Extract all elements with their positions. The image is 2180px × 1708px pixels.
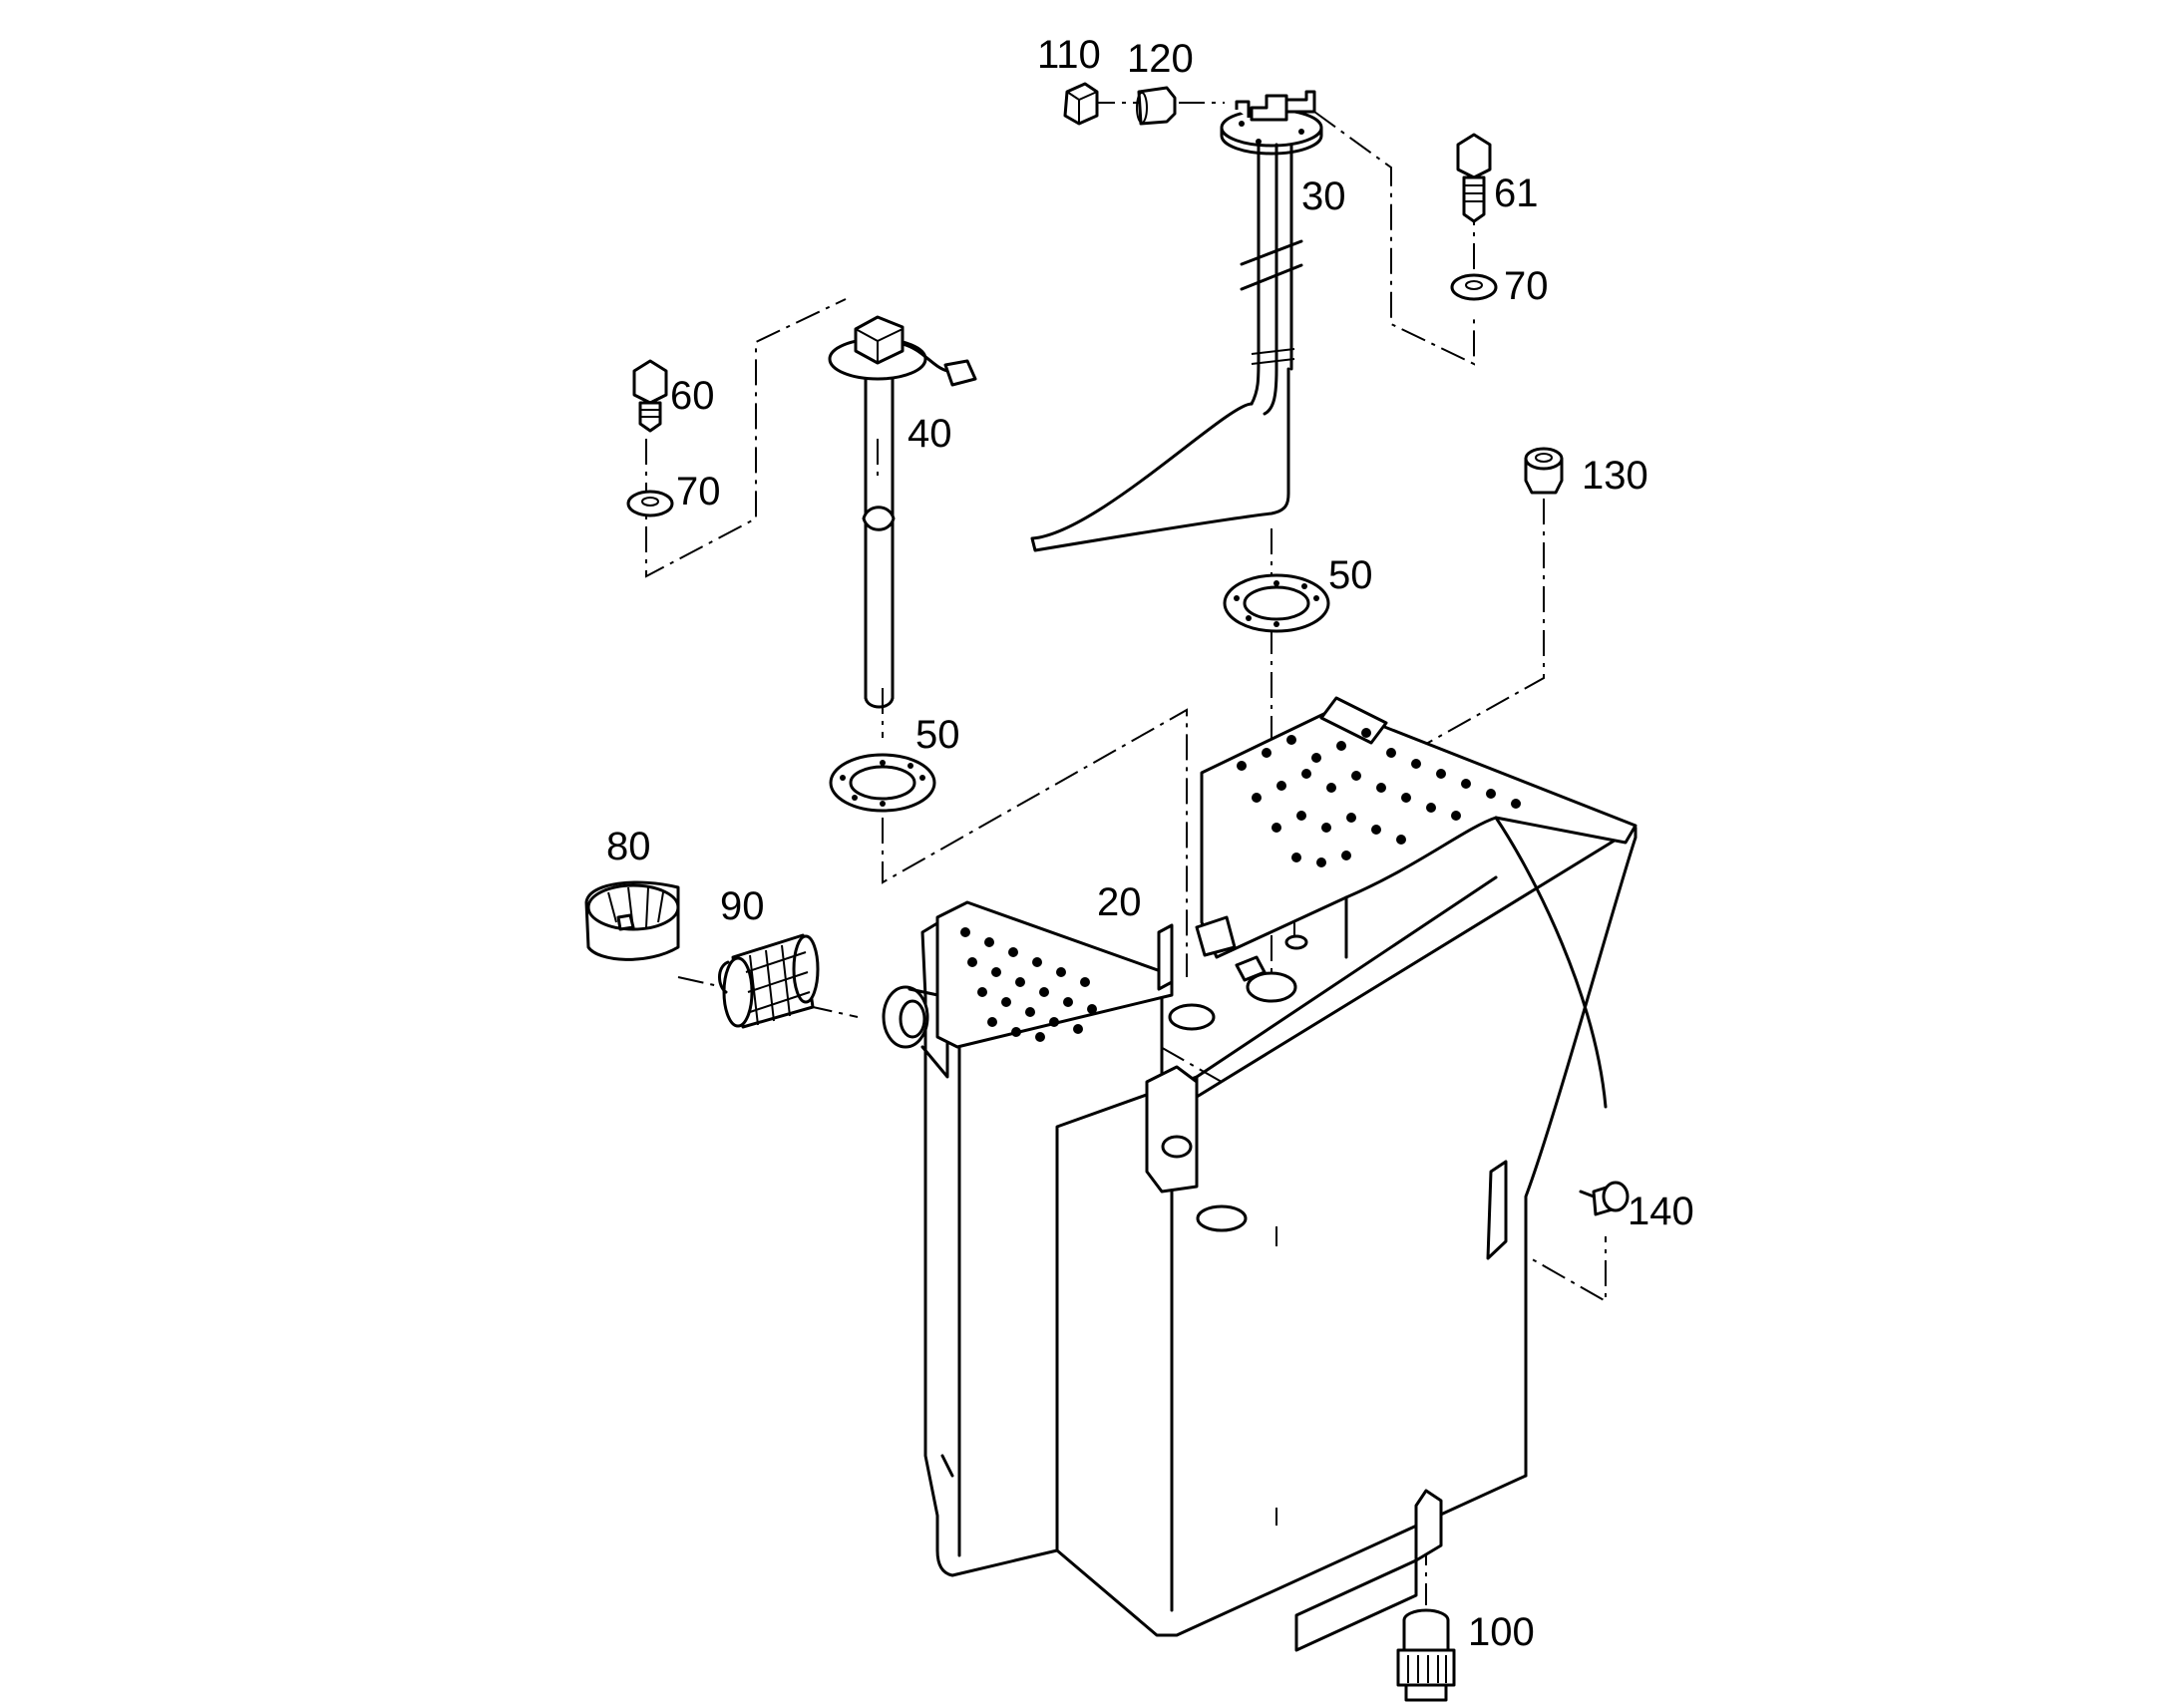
- nut-110: [1063, 82, 1099, 126]
- callout-140: 140: [1628, 1190, 1694, 1233]
- callout-61: 61: [1494, 171, 1539, 215]
- callout-120: 120: [1127, 37, 1194, 81]
- bolt-60: [632, 359, 668, 433]
- plug-140: [1579, 1181, 1630, 1216]
- callout-60: 60: [670, 374, 715, 418]
- drain-valve-100: [1396, 1608, 1456, 1702]
- callout-100: 100: [1468, 1610, 1535, 1654]
- bolt-61: [1456, 133, 1492, 223]
- level-sensor-40: [828, 315, 977, 709]
- callout-90: 90: [720, 884, 765, 928]
- callout-labels: 110 120 30 61 70 60 40 70 130 50 50 80 9…: [606, 33, 1694, 1654]
- callout-50-upper: 50: [1328, 553, 1373, 597]
- callout-80: 80: [606, 825, 651, 868]
- plug-130: [1524, 447, 1564, 495]
- filler-cap-80: [584, 880, 680, 961]
- callout-110: 110: [1037, 33, 1101, 77]
- perforation-left-plate: [960, 927, 1097, 1042]
- perforation-upper-deck: [1237, 728, 1521, 867]
- washer-70-left: [626, 490, 674, 517]
- callout-30: 30: [1301, 174, 1346, 218]
- callout-70-right: 70: [1504, 264, 1549, 308]
- washer-70-right: [1450, 273, 1498, 301]
- callout-130: 130: [1582, 454, 1648, 498]
- callout-20: 20: [1097, 880, 1142, 924]
- callout-70-left: 70: [676, 470, 721, 513]
- gasket-50-lower: [829, 753, 936, 813]
- callout-40: 40: [908, 412, 952, 456]
- cap-120: [1136, 86, 1177, 126]
- strainer-90: [718, 933, 820, 1029]
- gasket-50-upper: [1223, 573, 1330, 633]
- callout-50-lower: 50: [915, 713, 960, 757]
- tank-20: [882, 696, 1637, 1652]
- suction-pipe-30: [1030, 90, 1323, 552]
